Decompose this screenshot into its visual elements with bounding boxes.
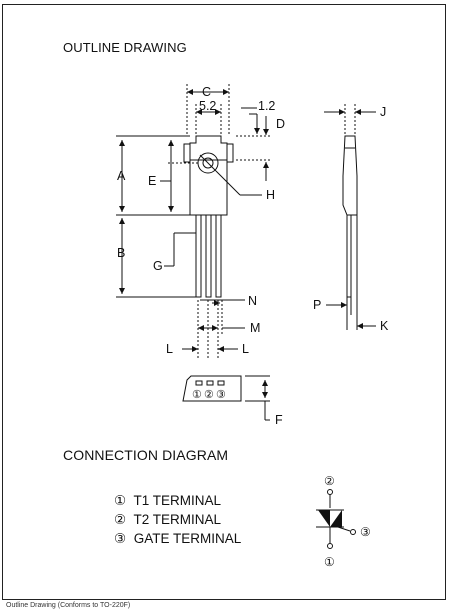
outline-drawing-title: OUTLINE DRAWING <box>63 40 187 55</box>
drawing-frame <box>2 4 446 600</box>
terminal-number: ② <box>114 512 127 527</box>
triac-symbol: ② ① ③ <box>316 474 371 569</box>
dim-a-label: A <box>117 169 126 183</box>
dim-1-2-label: 1.2 <box>258 99 275 113</box>
dim-k-label: K <box>380 319 389 333</box>
terminal-list-item-gate: ③ GATE TERMINAL <box>114 531 241 547</box>
terminal-label: T1 TERMINAL <box>133 493 222 508</box>
bottom-pin-3: ③ <box>216 389 226 401</box>
terminal-label: T2 TERMINAL <box>133 512 222 527</box>
package-body <box>189 135 228 216</box>
dim-m-label: M <box>250 321 260 335</box>
lead-3 <box>215 214 222 298</box>
dim-f-label: F <box>275 413 283 427</box>
bottom-pin-1: ① <box>192 389 202 401</box>
dim-j-label: J <box>380 105 386 119</box>
symbol-t1-label: ① <box>324 555 335 569</box>
dim-e-label: E <box>148 174 156 188</box>
bottom-view-body <box>182 375 242 402</box>
dim-p-label: P <box>313 298 321 312</box>
terminal-label: GATE TERMINAL <box>133 531 242 546</box>
side-view-lead <box>346 214 352 298</box>
dim-l-left-label: L <box>166 342 173 356</box>
symbol-gate-label: ③ <box>360 525 371 539</box>
terminal-list-item-t2: ② T2 TERMINAL <box>114 512 221 528</box>
terminal-number: ① <box>114 493 127 508</box>
figure-caption: Outline Drawing (Conforms to TO-220F) <box>6 602 131 609</box>
lead-2 <box>205 214 212 298</box>
dim-d-label: D <box>276 117 285 131</box>
terminal-list-item-t1: ① T1 TERMINAL <box>114 493 221 509</box>
bottom-pin-2: ② <box>204 389 214 401</box>
connection-diagram-title: CONNECTION DIAGRAM <box>63 447 229 463</box>
dim-g-label: G <box>153 259 163 273</box>
terminal-number: ③ <box>114 531 127 546</box>
symbol-t2-label: ② <box>324 474 335 488</box>
dim-c-label: C <box>202 85 211 99</box>
dim-b-label: B <box>117 246 125 260</box>
dim-h-label: H <box>266 188 275 202</box>
dim-l-right-label: L <box>242 342 249 356</box>
lead-1 <box>195 214 202 298</box>
dim-n-label: N <box>248 294 257 308</box>
side-view-body <box>342 135 358 216</box>
dim-5-2-label: 5.2 <box>199 99 216 113</box>
